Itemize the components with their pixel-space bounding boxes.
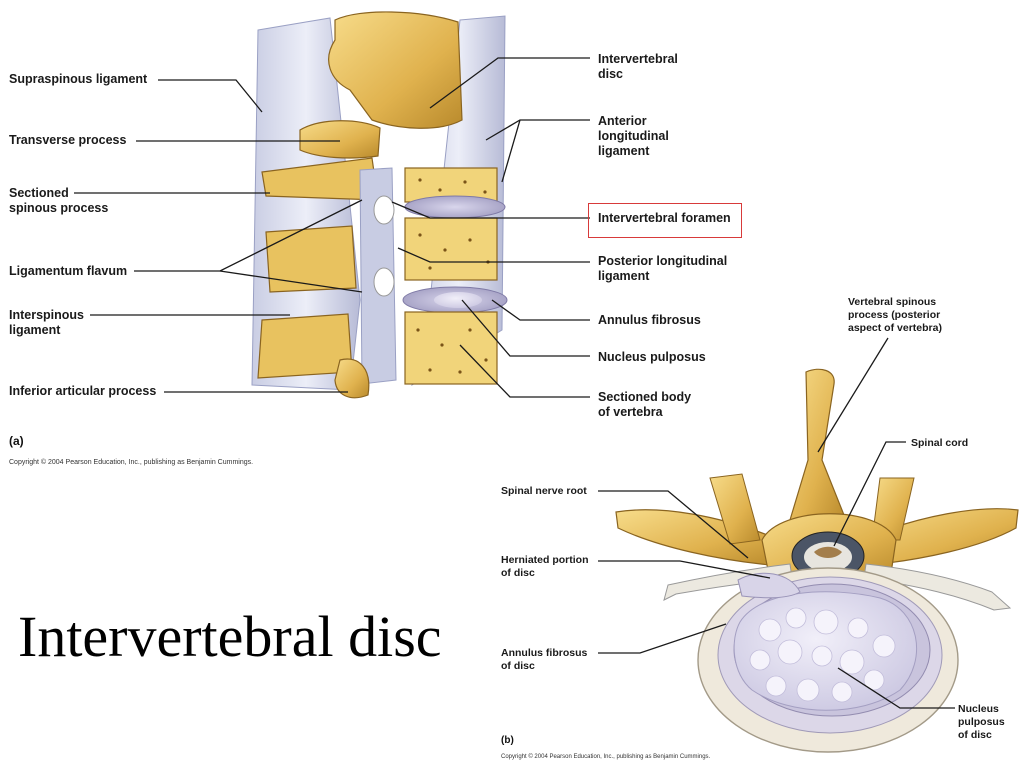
label-nucleus-pulposus-of-disc: Nucleus pulposus of disc	[958, 703, 1005, 741]
label-herniated-portion: Herniated portion of disc	[501, 554, 589, 579]
upper-vertebra-shape	[328, 11, 463, 129]
leader-lines-b	[598, 337, 955, 709]
label-annulus-fibrosus-of-disc: Annulus fibrosus of disc	[501, 647, 588, 672]
label-annulus-fibrosus: Annulus fibrosus	[598, 313, 701, 327]
spinous-process-shape	[789, 368, 847, 521]
panel-label-a: (a)	[9, 434, 24, 448]
label-intervertebral-disc: Intervertebral disc	[598, 52, 678, 81]
label-supraspinous-ligament: Supraspinous ligament	[9, 72, 148, 86]
left-articular-process	[709, 473, 761, 545]
right-nerve-root	[863, 563, 1012, 611]
label-spinal-nerve-root: Spinal nerve root	[501, 485, 587, 497]
transverse-process-shape	[299, 120, 381, 159]
label-ligamentum-flavum: Ligamentum flavum	[9, 264, 128, 278]
foramen-hole-1	[373, 195, 395, 225]
label-sectioned-spinous-process: Sectioned spinous process	[9, 186, 109, 215]
label-posterior-longitudinal-ligament: Posterior longitudinal ligament	[598, 254, 728, 283]
label-anterior-longitudinal-ligament: Anterior longitudinal ligament	[598, 114, 669, 158]
herniated-portion-shape	[737, 572, 801, 599]
slide-title: Intervertebral disc	[18, 604, 442, 669]
panel-label-b: (b)	[501, 735, 514, 746]
label-spinal-cord: Spinal cord	[911, 437, 969, 449]
inferior-articular-process-shape	[334, 358, 370, 399]
foramen-highlight-box	[588, 203, 742, 238]
leader-lines-a	[74, 57, 590, 398]
spongy-bone-texture	[416, 178, 490, 374]
vertebral-body-2	[404, 217, 498, 281]
right-articular-process	[871, 477, 915, 541]
copyright-b: Copyright © 2004 Pearson Education, Inc.…	[501, 754, 711, 760]
label-transverse-process: Transverse process	[9, 133, 127, 147]
vertebral-body-3	[404, 311, 498, 385]
grey-matter	[814, 546, 842, 558]
copyright-a: Copyright © 2004 Pearson Education, Inc.…	[9, 459, 254, 466]
label-interspinous-ligament: Interspinous ligament	[9, 308, 85, 337]
label-sectioned-body-of-vertebra: Sectioned body of vertebra	[598, 390, 692, 419]
lamina-section-1	[265, 225, 357, 293]
label-intervertebral-foramen: Intervertebral foramen	[598, 211, 731, 225]
label-nucleus-pulposus: Nucleus pulposus	[598, 350, 706, 364]
transverse-section-illustration	[615, 368, 1019, 753]
disc-1	[404, 195, 506, 219]
supraspinous-ligament-shape	[251, 17, 361, 391]
label-vertebral-spinous-process: Vertebral spinous process (posterior asp…	[848, 296, 942, 334]
nucleus-a	[434, 292, 482, 308]
sagittal-section-illustration	[251, 11, 508, 399]
nucleus-lobules	[749, 607, 896, 703]
label-inferior-articular-process: Inferior articular process	[9, 384, 157, 398]
foramen-hole-2	[373, 267, 395, 297]
